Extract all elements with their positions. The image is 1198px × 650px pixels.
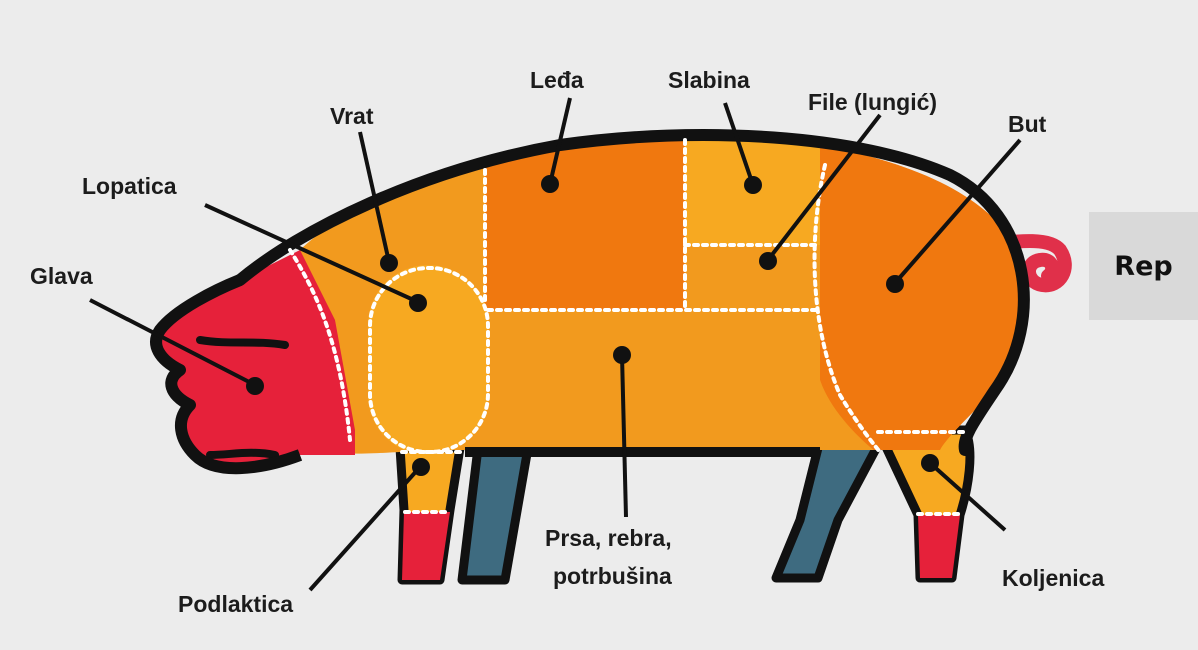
mouth-line — [210, 453, 275, 455]
snout-line — [200, 340, 285, 345]
label-koljenica: Koljenica — [1002, 565, 1104, 591]
label-slabina: Slabina — [668, 67, 750, 93]
label-but: But — [1008, 111, 1047, 137]
leg-back-rear-slate — [776, 440, 878, 578]
label-podlaktica: Podlaktica — [178, 591, 293, 617]
label-rep-box: Rep — [1089, 212, 1198, 320]
label-prsa-line1: Prsa, rebra, — [545, 525, 672, 551]
label-file: File (lungić) — [808, 89, 937, 115]
label-glava: Glava — [30, 263, 93, 289]
leg-front-rear-slate — [462, 448, 528, 580]
label-lopatica: Lopatica — [82, 173, 177, 199]
dot-file — [759, 252, 777, 270]
dot-leda — [541, 175, 559, 193]
dot-podlaktica — [412, 458, 430, 476]
label-vrat: Vrat — [330, 103, 374, 129]
dot-but — [886, 275, 904, 293]
dot-slabina — [744, 176, 762, 194]
dot-vrat — [380, 254, 398, 272]
label-rep: Rep — [1114, 251, 1172, 282]
label-leda: Leđa — [530, 67, 584, 93]
dot-glava — [246, 377, 264, 395]
label-prsa-line2: potrbušina — [553, 563, 672, 589]
dot-lopatica — [409, 294, 427, 312]
dot-prsa — [613, 346, 631, 364]
dot-koljenica — [921, 454, 939, 472]
